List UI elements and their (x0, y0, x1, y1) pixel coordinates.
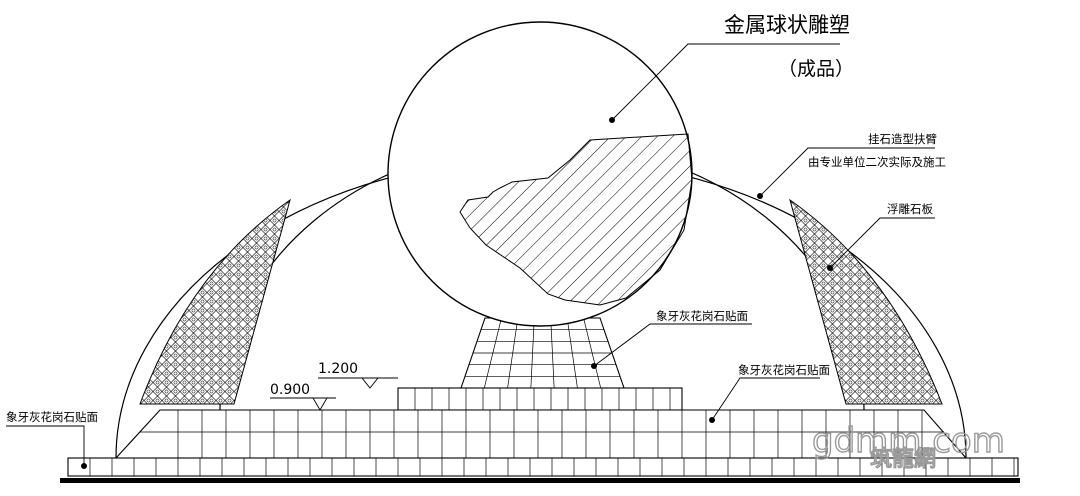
middle-platform (114, 409, 968, 459)
level-marker-upper: 1.200 (318, 361, 398, 389)
leader-sculpture (611, 43, 840, 121)
label-arm-line2: 由专业单位二次实际及施工 (808, 155, 946, 169)
leader-pedestal (593, 323, 752, 367)
level-upper-text: 1.200 (318, 361, 358, 377)
leader-lines (6, 43, 935, 466)
leader-dot-sculpture (609, 117, 615, 123)
leader-base (6, 425, 85, 466)
label-arm-line1: 挂石造型扶臂 (868, 132, 937, 146)
sphere-continent-hatch (459, 133, 693, 306)
leader-dot-base (81, 463, 87, 469)
leader-dot-platform (709, 417, 715, 423)
relief-panel-right (789, 198, 943, 405)
pedestal (460, 317, 625, 389)
watermark: gdmm.com 筑龍網 (811, 420, 1005, 472)
relief-panel-left (139, 198, 291, 405)
level-lower-text: 0.900 (270, 382, 310, 398)
ground-line (60, 478, 1020, 483)
label-base-cladding: 象牙灰花岗石贴面 (6, 410, 98, 424)
label-sculpture-sub: （成品） (778, 58, 854, 80)
label-relief: 浮雕石板 (887, 202, 933, 216)
label-platform-cladding: 象牙灰花岗石贴面 (738, 363, 830, 377)
leader-dot-relief (827, 265, 833, 271)
label-pedestal-cladding: 象牙灰花岗石贴面 (656, 309, 748, 323)
watermark-site: gdmm.com (812, 421, 1005, 461)
leader-dot-arm (757, 193, 763, 199)
leader-dot-pedestal (591, 363, 597, 369)
watermark-brand: 筑龍網 (870, 447, 936, 472)
upper-platform (397, 387, 683, 411)
leader-platform (711, 377, 820, 421)
leader-arm (759, 147, 935, 197)
base-strip (67, 457, 1019, 477)
label-sculpture-title: 金属球状雕塑 (724, 13, 850, 37)
leader-relief (829, 217, 935, 269)
level-marker-lower: 0.900 (270, 382, 336, 411)
